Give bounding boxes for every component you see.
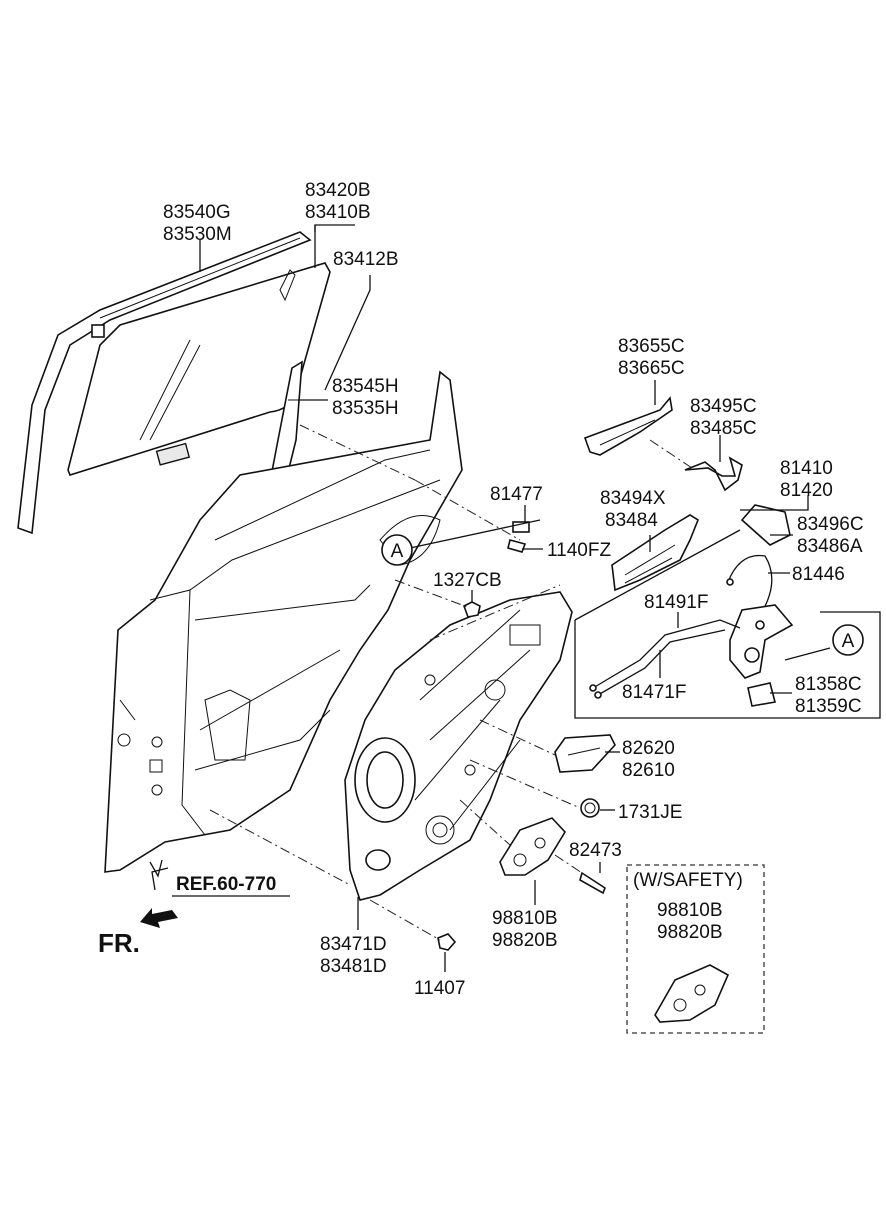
part-number: 98810B xyxy=(657,900,723,921)
part-number: 83530M xyxy=(163,224,232,245)
glass-run-channel xyxy=(17,231,312,535)
part-number: 83471D xyxy=(320,934,387,955)
callout-a-label: A xyxy=(842,631,855,652)
bolt-82473 xyxy=(579,871,606,895)
safety-window-motor xyxy=(654,964,730,1023)
bolt-81477 xyxy=(507,521,530,553)
cables-81491F xyxy=(589,619,741,699)
door-latch-81410 xyxy=(729,604,794,679)
part-number: 83494X xyxy=(600,488,666,509)
safety-label: (W/SAFETY) xyxy=(633,870,743,891)
part-number: 83484 xyxy=(605,510,658,531)
nut-1327CB xyxy=(463,601,481,618)
part-number: 81491F xyxy=(644,592,708,613)
part-number: 83495C xyxy=(690,396,757,417)
part-number: 81359C xyxy=(795,696,862,717)
part-number: 81358C xyxy=(795,674,862,695)
inner-handle-83655C xyxy=(583,396,673,456)
part-number: 98820B xyxy=(657,922,723,943)
part-number: 83410B xyxy=(305,202,371,223)
door-panel xyxy=(104,370,463,873)
part-number: 83485C xyxy=(690,418,757,439)
part-number: 1140FZ xyxy=(547,540,611,561)
front-direction-arrow: FR. xyxy=(98,908,178,958)
cover-81358C xyxy=(747,682,776,707)
bracket-83495C xyxy=(684,456,743,492)
part-number: 82620 xyxy=(622,738,675,759)
module-plate xyxy=(344,591,573,901)
part-number: 98820B xyxy=(492,930,558,951)
part-number: 83412B xyxy=(333,249,399,270)
part-number: 81420 xyxy=(780,480,833,501)
part-number: 83540G xyxy=(163,202,231,223)
part-number: 81471F xyxy=(622,682,686,703)
part-number: 11407 xyxy=(414,978,465,999)
part-number: 81446 xyxy=(792,564,845,585)
part-number: 83535H xyxy=(332,398,399,419)
inner-handle-82620 xyxy=(554,734,616,773)
part-number: 83545H xyxy=(332,376,399,397)
part-number: 83481D xyxy=(320,956,387,977)
part-number: 83486A xyxy=(797,536,863,557)
part-number: 83496C xyxy=(797,514,864,535)
alignment-lines xyxy=(209,424,696,941)
part-labels: 83540G 83530M 83420B 83410B 83412B 83545… xyxy=(163,180,864,999)
part-number: 81477 xyxy=(490,484,543,505)
callout-a-label: A xyxy=(391,541,404,562)
part-number: 1327CB xyxy=(433,570,502,591)
reference-label: REF.60-770 xyxy=(176,874,276,895)
cable-81446 xyxy=(726,554,773,613)
front-label: FR. xyxy=(98,928,140,958)
window-motor xyxy=(499,817,566,876)
part-number: 83655C xyxy=(618,336,685,357)
part-number: 81410 xyxy=(780,458,833,479)
part-number: 83665C xyxy=(618,358,685,379)
latch-bracket-83496C xyxy=(740,504,791,546)
part-number: 82473 xyxy=(569,840,622,861)
safety-option-box xyxy=(626,864,765,1034)
part-number: 98810B xyxy=(492,908,558,929)
part-number: 83420B xyxy=(305,180,371,201)
grommet-1731JE xyxy=(580,798,600,818)
callout-a-right: A xyxy=(832,624,864,656)
part-number: 1731JE xyxy=(618,802,682,823)
leader-lines xyxy=(149,224,881,972)
handle-83494X xyxy=(611,514,699,592)
part-number: 82610 xyxy=(622,760,675,781)
callout-a-left: A xyxy=(381,534,413,566)
bolt-11407 xyxy=(437,933,457,951)
